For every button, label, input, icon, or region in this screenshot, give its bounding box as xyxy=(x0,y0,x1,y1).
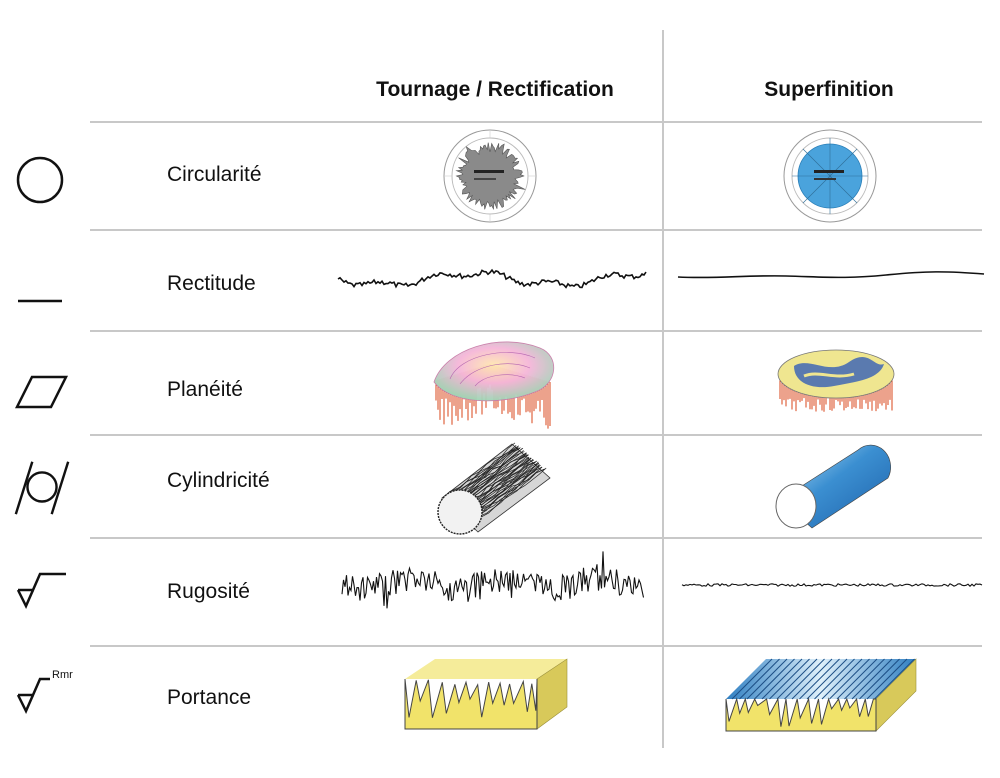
flatness-3d-plot-turning xyxy=(433,341,555,429)
bearing-surface-superfinishing xyxy=(725,658,917,732)
flatness-icon xyxy=(14,375,69,409)
row-divider xyxy=(90,434,982,436)
roughness-profile-superfinishing xyxy=(681,582,983,587)
straightness-icon xyxy=(18,299,62,303)
flatness-3d-plot-superfinishing xyxy=(777,349,895,412)
row-bearing-ratio: Rmr Portance xyxy=(0,647,1000,750)
bearing-ratio-symbol-text: Rmr xyxy=(52,669,73,681)
row-divider xyxy=(90,537,982,539)
row-circularity: Circularité xyxy=(0,122,1000,229)
straightness-profile-turning xyxy=(337,268,647,289)
row-label-cylindricity: Cylindricité xyxy=(167,469,270,492)
cylindricity-3d-plot-turning xyxy=(437,442,551,535)
roundness-chart-superfinishing xyxy=(783,129,877,223)
row-flatness: Planéité xyxy=(0,332,1000,434)
row-divider xyxy=(90,121,982,123)
row-divider xyxy=(90,330,982,332)
roughness-profile-turning xyxy=(341,551,645,609)
cylindricity-3d-plot-superfinishing xyxy=(775,444,891,529)
row-label-flatness: Planéité xyxy=(167,378,243,401)
row-straightness: Rectitude xyxy=(0,231,1000,330)
roundness-chart-turning xyxy=(443,129,537,223)
row-label-straightness: Rectitude xyxy=(167,272,256,295)
row-cylindricity: Cylindricité xyxy=(0,436,1000,537)
row-divider xyxy=(90,645,982,647)
column-divider xyxy=(662,30,664,748)
roughness-icon xyxy=(16,572,66,609)
row-divider xyxy=(90,229,982,231)
circle-icon xyxy=(16,156,64,204)
column-header-turning-grinding: Tournage / Rectification xyxy=(376,78,614,101)
column-header-superfinishing: Superfinition xyxy=(764,78,894,101)
bearing-ratio-icon xyxy=(16,677,50,714)
row-label-circularity: Circularité xyxy=(167,163,262,186)
cylindricity-icon xyxy=(14,461,70,515)
row-label-bearing-ratio: Portance xyxy=(167,686,252,709)
row-label-roughness: Rugosité xyxy=(167,580,250,603)
bearing-surface-turning xyxy=(404,658,568,730)
straightness-profile-superfinishing xyxy=(677,271,985,279)
row-roughness: Rugosité xyxy=(0,539,1000,645)
